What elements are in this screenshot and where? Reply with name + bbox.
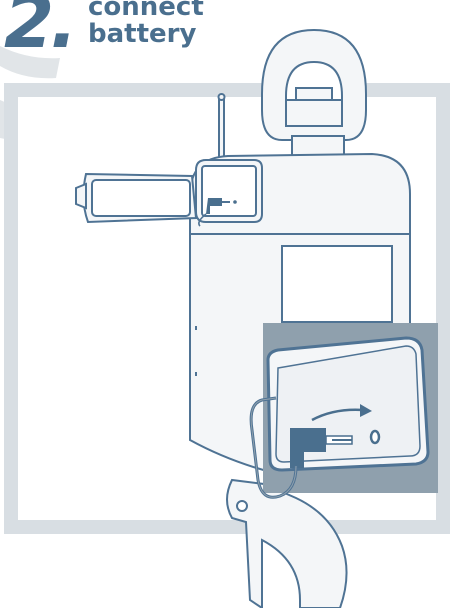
step-title: connect battery	[88, 0, 204, 48]
step-title-line1: connect	[88, 0, 204, 21]
power-port-icon	[371, 431, 379, 443]
lower-hook	[227, 480, 347, 608]
battery-compartment-small	[76, 160, 262, 226]
antenna	[219, 94, 225, 160]
lifting-eye	[262, 30, 366, 156]
step-number: 2.	[4, 0, 73, 58]
step-title-line2: battery	[88, 21, 204, 48]
